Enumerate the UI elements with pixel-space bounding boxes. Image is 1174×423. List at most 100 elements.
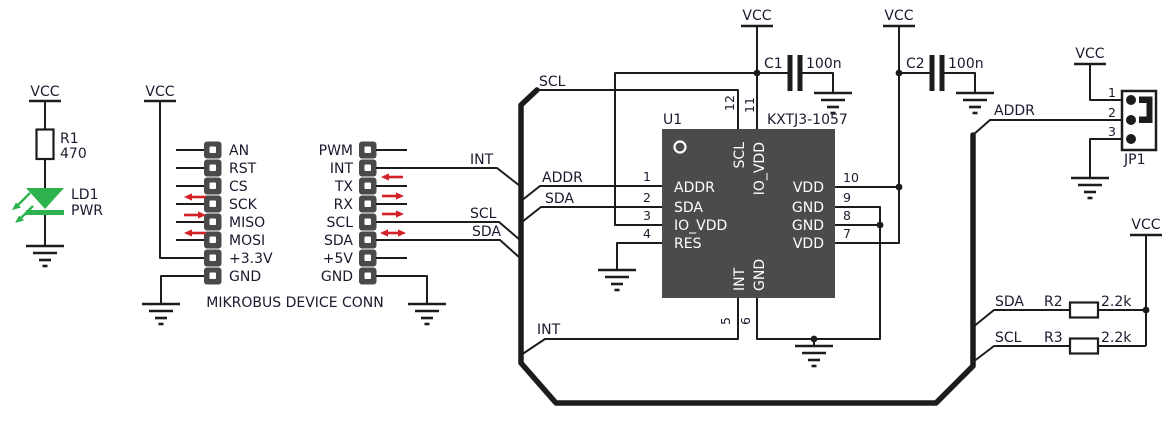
chip-left-pin-names: ADDR SDA IO_VDD RES: [674, 180, 727, 252]
svg-text:12: 12: [722, 95, 737, 111]
wire-vcc-vdd: [835, 26, 900, 244]
led-emission-arrows: [12, 192, 34, 223]
svg-text:ADDR: ADDR: [674, 180, 715, 196]
cap-c2-value: 100n: [948, 56, 984, 72]
mikrobus-right-labels: PWM INT TX RX SCL SDA +5V GND: [319, 143, 354, 285]
svg-text:9: 9: [843, 190, 851, 205]
resistor-r1-value: 470: [60, 146, 87, 162]
svg-text:RST: RST: [229, 161, 257, 177]
arrow-right-icon: [184, 211, 206, 219]
svg-text:MISO: MISO: [229, 215, 265, 231]
arrow-left-icon: [381, 173, 403, 181]
chip-ref: U1: [663, 112, 682, 128]
mikrobus-connector: VCC AN RST CS SCK MISO MOSI: [140, 84, 448, 326]
jp1-ref: JP1: [1123, 152, 1145, 168]
vcc-label: VCC: [145, 84, 174, 100]
chip-pin-numbers: 1 2 3 4 10 9 8 7 12 11 5 6: [643, 95, 859, 325]
svg-text:VDD: VDD: [793, 180, 824, 196]
svg-text:7: 7: [843, 226, 851, 241]
ground-symbol: [954, 91, 996, 115]
ground-symbol: [596, 268, 638, 292]
svg-text:GND: GND: [321, 269, 353, 285]
wire-gnd-right: [376, 275, 428, 304]
mikrobus-right-header: [359, 141, 377, 285]
chip-top-pin-names: SCL IO_VDD: [732, 142, 768, 195]
chip-part: KXTJ3-1057: [767, 112, 848, 128]
net-label-addr: ADDR: [542, 170, 583, 186]
ground-symbol: [406, 302, 448, 326]
wire-gnd-left: [160, 275, 204, 304]
net-label-int2: INT: [537, 322, 561, 338]
wire-vcc-33v: [159, 101, 204, 259]
svg-text:SCL: SCL: [732, 142, 748, 169]
net-label-sda-right: SDA: [995, 294, 1024, 310]
signal-bus: [518, 87, 976, 406]
chip-right-pin-names: VDD GND GND VDD: [792, 180, 824, 252]
wire-res: [616, 242, 662, 270]
svg-text:4: 4: [643, 226, 651, 241]
led-ld1: [12, 188, 64, 223]
wire-scl-top: [537, 89, 739, 129]
jp1-connector: VCC 1 2 3 JP1: [1069, 46, 1158, 200]
cap-c2-ref: C2: [906, 56, 925, 72]
led-name: PWR: [71, 203, 103, 219]
resistor-r3-value: 2.2k: [1101, 330, 1132, 346]
ground-symbol: [140, 302, 182, 326]
vcc-symbol: VCC: [741, 8, 773, 28]
vcc-symbol: VCC: [144, 84, 176, 103]
resistor-r2-value: 2.2k: [1101, 294, 1132, 310]
svg-text:+3.3V: +3.3V: [229, 251, 273, 267]
svg-text:5: 5: [718, 317, 733, 325]
net-label-sda2: SDA: [545, 191, 574, 207]
arrow-right-icon: [382, 210, 404, 218]
resistor-r2-ref: R2: [1044, 294, 1063, 310]
right-direction-arrows: [380, 173, 406, 237]
svg-text:GND: GND: [792, 200, 824, 216]
svg-text:IO_VDD: IO_VDD: [752, 142, 768, 195]
wire-sda-pullup: [972, 309, 1146, 328]
wire-scl-pullup: [972, 345, 1146, 363]
svg-text:SDA: SDA: [674, 200, 703, 216]
ground-symbol: [1069, 176, 1111, 200]
left-direction-arrows: [184, 193, 206, 237]
svg-text:GND: GND: [752, 259, 768, 291]
svg-text:INT: INT: [330, 161, 354, 177]
wire-vcc-iovdd: [614, 72, 757, 226]
svg-text:SDA: SDA: [324, 233, 353, 249]
vcc-label: VCC: [30, 84, 59, 100]
cap-c1-branch: VCC C1 100n: [614, 8, 854, 226]
svg-text:IO_VDD: IO_VDD: [674, 218, 727, 234]
svg-text:RX: RX: [334, 197, 354, 213]
svg-text:INT: INT: [732, 267, 748, 291]
svg-text:RES: RES: [674, 236, 702, 252]
chip-body: [662, 129, 835, 298]
svg-text:6: 6: [738, 317, 753, 325]
wire-jp1-gnd: [1089, 138, 1122, 178]
svg-text:+5V: +5V: [323, 251, 354, 267]
wire-int-chip: [520, 298, 739, 356]
net-label-addr-right: ADDR: [994, 103, 1035, 119]
wire-sda-from-mikrobus: [376, 239, 521, 259]
wire-sda-chip: [521, 206, 662, 223]
net-label-int: INT: [470, 152, 494, 168]
vcc-symbol: VCC: [1074, 46, 1106, 66]
resistor-r1-ref: R1: [60, 131, 79, 147]
cap-c1-ref: C1: [764, 56, 783, 72]
wire-int-from-mikrobus: [376, 167, 521, 187]
resistor-r3-ref: R3: [1044, 330, 1063, 346]
resistor-r1: [35, 128, 55, 161]
arrow-left-icon: [184, 229, 206, 237]
left-pin-stubs: [176, 149, 204, 241]
mikrobus-title: MIKROBUS DEVICE CONN: [206, 295, 383, 311]
pullup-resistors: VCC SDA R2 2.2k SCL R3 2.2k: [972, 217, 1162, 363]
svg-text:PWM: PWM: [319, 143, 353, 159]
mikrobus-left-header: [204, 141, 222, 285]
ground-symbol: [24, 244, 66, 268]
vcc-label: VCC: [742, 8, 771, 24]
wire-addr-jp1: [972, 119, 1122, 136]
net-label-scl-top: SCL: [539, 74, 566, 90]
vcc-label: VCC: [1075, 46, 1104, 62]
vcc-label: VCC: [1131, 217, 1160, 233]
net-label-scl-right: SCL: [995, 330, 1022, 346]
